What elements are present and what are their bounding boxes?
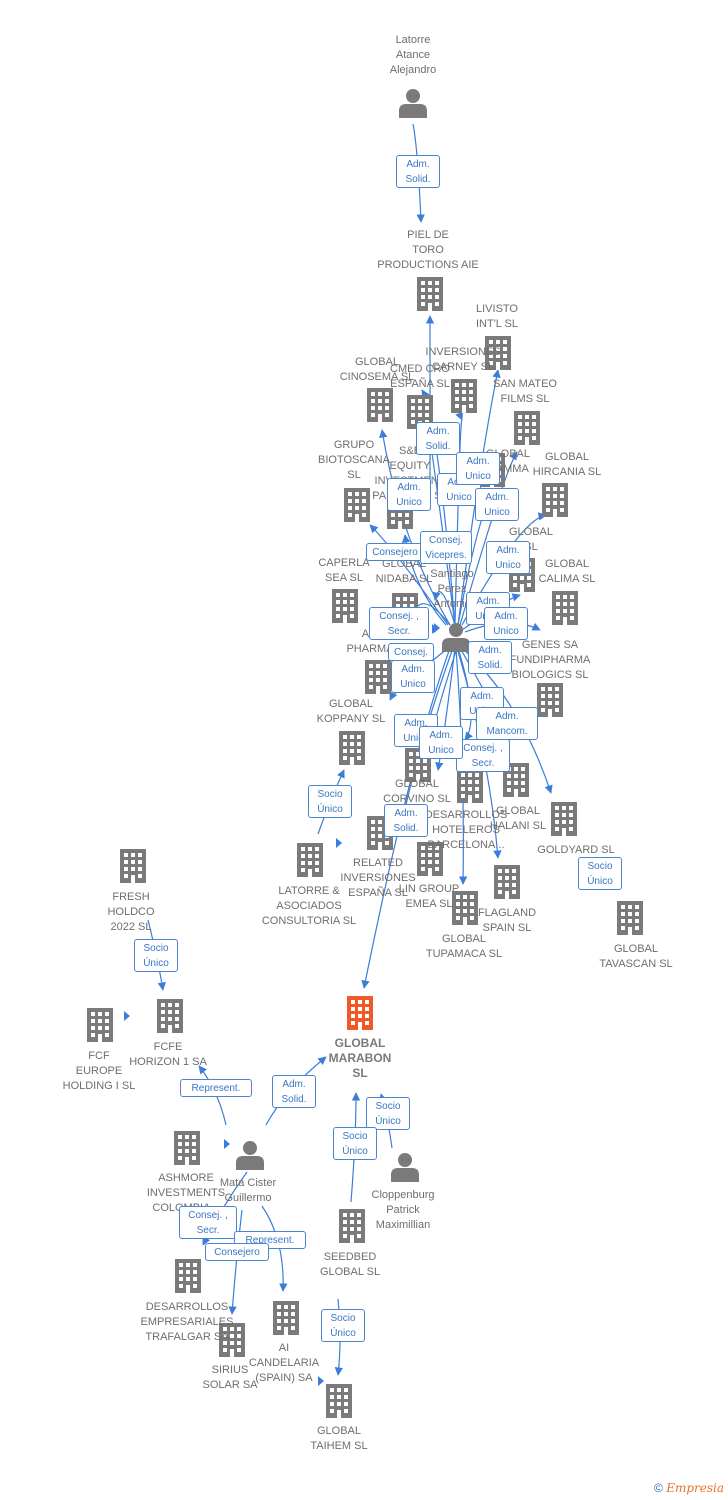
person-icon[interactable]	[399, 89, 427, 118]
building-icon[interactable]	[332, 589, 358, 623]
relation-arrowhead	[318, 1376, 324, 1386]
relation-badge[interactable]: Consejero	[205, 1243, 269, 1261]
node-label-related-inversiones[interactable]: RELATED INVERSIONES ESPAÑA SL	[340, 857, 416, 899]
person-icon[interactable]	[236, 1141, 264, 1170]
relation-badge[interactable]: Adm. Unico	[475, 488, 519, 521]
building-icon[interactable]	[367, 388, 393, 422]
relation-badge[interactable]: Consej. Vicepres.	[420, 531, 472, 564]
node-label-global-tavascan[interactable]: GLOBAL TAVASCAN SL	[599, 943, 673, 970]
node-label-piel-de-toro[interactable]: PIEL DE TORO PRODUCTIONS AIE	[377, 229, 479, 271]
node-label-cloppenburg[interactable]: Cloppenburg Patrick Maximillian	[371, 1189, 435, 1231]
empresia-logo[interactable]: Empresia	[666, 1481, 724, 1495]
footer: © Empresia	[654, 1481, 724, 1495]
relation-link	[379, 429, 451, 626]
building-icon[interactable]	[175, 1259, 201, 1293]
node-label-fcf-europe[interactable]: FCF EUROPE HOLDING I SL	[62, 1050, 136, 1092]
node-label-flagland[interactable]: FLAGLAND SPAIN SL	[477, 907, 537, 934]
node-label-global-calima[interactable]: GLOBAL CALIMA SL	[538, 558, 596, 585]
node-label-global-nidaba[interactable]: GLOBAL NIDABA SL	[375, 558, 433, 585]
relation-badge[interactable]: Socio Único	[578, 857, 622, 890]
relation-arrowhead	[336, 838, 342, 848]
relation-badge[interactable]: Adm. Unico	[419, 726, 463, 759]
relation-link	[228, 1209, 243, 1315]
node-label-ai-candelaria[interactable]: AI CANDELARIA (SPAIN) SA	[248, 1342, 320, 1384]
building-icon[interactable]	[365, 660, 391, 694]
building-icon[interactable]	[174, 1131, 200, 1165]
building-icon[interactable]	[157, 999, 183, 1033]
node-label-livisto[interactable]: LIVISTO INT'L SL	[475, 303, 519, 330]
node-label-global-taihem[interactable]: GLOBAL TAIHEM SL	[310, 1425, 368, 1452]
relation-badge[interactable]: Socio Único	[321, 1309, 365, 1342]
relation-badge[interactable]: Consej. ,	[388, 643, 434, 673]
relation-link	[369, 524, 449, 626]
relation-badge[interactable]: Adm. Solid.	[468, 641, 512, 674]
node-label-global-tupamaca[interactable]: GLOBAL TUPAMACA SL	[425, 933, 503, 960]
node-label-grupo-biotoscana[interactable]: GRUPO BIOTOSCANA SL	[318, 439, 390, 481]
relation-badge[interactable]: Represent.	[180, 1079, 252, 1097]
node-label-desarrollos-hoteleros[interactable]: DESARROLLOS HOTELEROS BARCELONA...	[424, 809, 508, 851]
node-label-lin-group[interactable]: LIN GROUP EMEA SL	[398, 883, 460, 910]
relation-badge[interactable]: Adm. Unico	[486, 541, 530, 574]
building-icon[interactable]	[494, 865, 520, 899]
relation-badge[interactable]: Adm. Solid.	[384, 804, 428, 837]
relation-arrowhead	[124, 1011, 130, 1021]
relation-arrowhead	[432, 624, 438, 634]
node-label-desarrollos-trafalgar[interactable]: DESARROLLOS EMPRESARIALES TRAFALGAR SA	[140, 1301, 234, 1343]
relation-link	[432, 591, 456, 626]
building-icon[interactable]	[552, 591, 578, 625]
building-icon[interactable]	[617, 901, 643, 935]
building-icon[interactable]	[347, 996, 373, 1030]
relation-badge[interactable]: Adm. Unico	[391, 660, 435, 693]
relation-badge[interactable]: Adm. Solid.	[396, 155, 440, 188]
relation-badge[interactable]: Adm. Unico	[484, 607, 528, 640]
relation-arrowhead	[224, 1139, 230, 1149]
node-label-fresh-holdco[interactable]: FRESH HOLDCO 2022 SL	[107, 891, 155, 933]
node-label-global-hircania[interactable]: GLOBAL HIRCANIA SL	[532, 451, 602, 478]
relation-badge[interactable]: Consej. , Secr.	[369, 607, 429, 640]
node-label-santiago-perez[interactable]: Santiago Perez Antonio	[430, 568, 474, 610]
node-label-global-cinosema[interactable]: GLOBAL CINOSEMA SL	[339, 356, 415, 383]
relation-link	[435, 647, 456, 771]
building-icon[interactable]	[514, 411, 540, 445]
building-icon[interactable]	[120, 849, 146, 883]
relation-badge[interactable]: Socio Único	[308, 785, 352, 818]
relation-badge[interactable]: Adm. Solid.	[416, 422, 460, 455]
node-label-global-corvino[interactable]: GLOBAL CORVINO SL	[383, 778, 451, 805]
node-label-latorre-atance[interactable]: Latorre Atance Alejandro	[389, 34, 437, 76]
node-label-global-marabon[interactable]: GLOBAL MARABON SL	[328, 1036, 392, 1080]
relation-badge[interactable]: Adm. Solid.	[272, 1075, 316, 1108]
copyright-symbol: ©	[654, 1481, 663, 1495]
building-icon[interactable]	[273, 1301, 299, 1335]
building-icon[interactable]	[542, 483, 568, 517]
node-label-cmed-cro[interactable]: CMED CRO ESPAÑA SL	[390, 363, 450, 390]
node-label-caperla-sea[interactable]: CAPERLA SEA SL	[318, 557, 370, 584]
node-label-mata-cister[interactable]: Mata Cister Guillermo	[219, 1177, 277, 1204]
building-icon[interactable]	[339, 731, 365, 765]
node-label-fundipharma[interactable]: GENES SA FUNDIPHARMA BIOLOGICS SL	[509, 639, 591, 681]
building-icon[interactable]	[326, 1384, 352, 1418]
relation-badge[interactable]: Consejero	[366, 543, 424, 561]
relation-badge[interactable]: Consej. , Secr.	[456, 739, 510, 772]
relation-badge[interactable]: Socio Único	[134, 939, 178, 972]
relation-badge[interactable]: Socio Único	[366, 1097, 410, 1130]
node-label-global-halani[interactable]: GLOBAL HALANI SL	[489, 805, 547, 832]
relation-link	[361, 647, 451, 989]
relation-badge[interactable]: Adm. Unico	[456, 452, 500, 485]
node-label-sirius-solar[interactable]: SIRIUS SOLAR SA	[202, 1364, 258, 1391]
node-label-global-koppany[interactable]: GLOBAL KOPPANY SL	[316, 698, 386, 725]
building-icon[interactable]	[87, 1008, 113, 1042]
node-label-goldyard[interactable]: GOLDYARD SL	[537, 844, 615, 856]
node-label-inversiones-carney[interactable]: INVERSIONES CARNEY SL	[425, 346, 501, 373]
building-icon[interactable]	[537, 683, 563, 717]
relation-badge[interactable]: Socio Único	[333, 1127, 377, 1160]
person-icon[interactable]	[391, 1153, 419, 1182]
node-label-fcfe-horizon[interactable]: FCFE HORIZON 1 SA	[129, 1041, 207, 1068]
node-label-seedbed[interactable]: SEEDBED GLOBAL SL	[319, 1251, 381, 1278]
relation-badge[interactable]: Adm. Unico	[387, 478, 431, 511]
node-label-san-mateo[interactable]: SAN MATEO FILMS SL	[493, 378, 557, 405]
relation-badge[interactable]: Consej. , Secr.	[179, 1206, 237, 1239]
node-label-latorre-asociados[interactable]: LATORRE & ASOCIADOS CONSULTORIA SL	[261, 885, 357, 927]
relation-badge[interactable]: Adm. Mancom.	[476, 707, 538, 740]
